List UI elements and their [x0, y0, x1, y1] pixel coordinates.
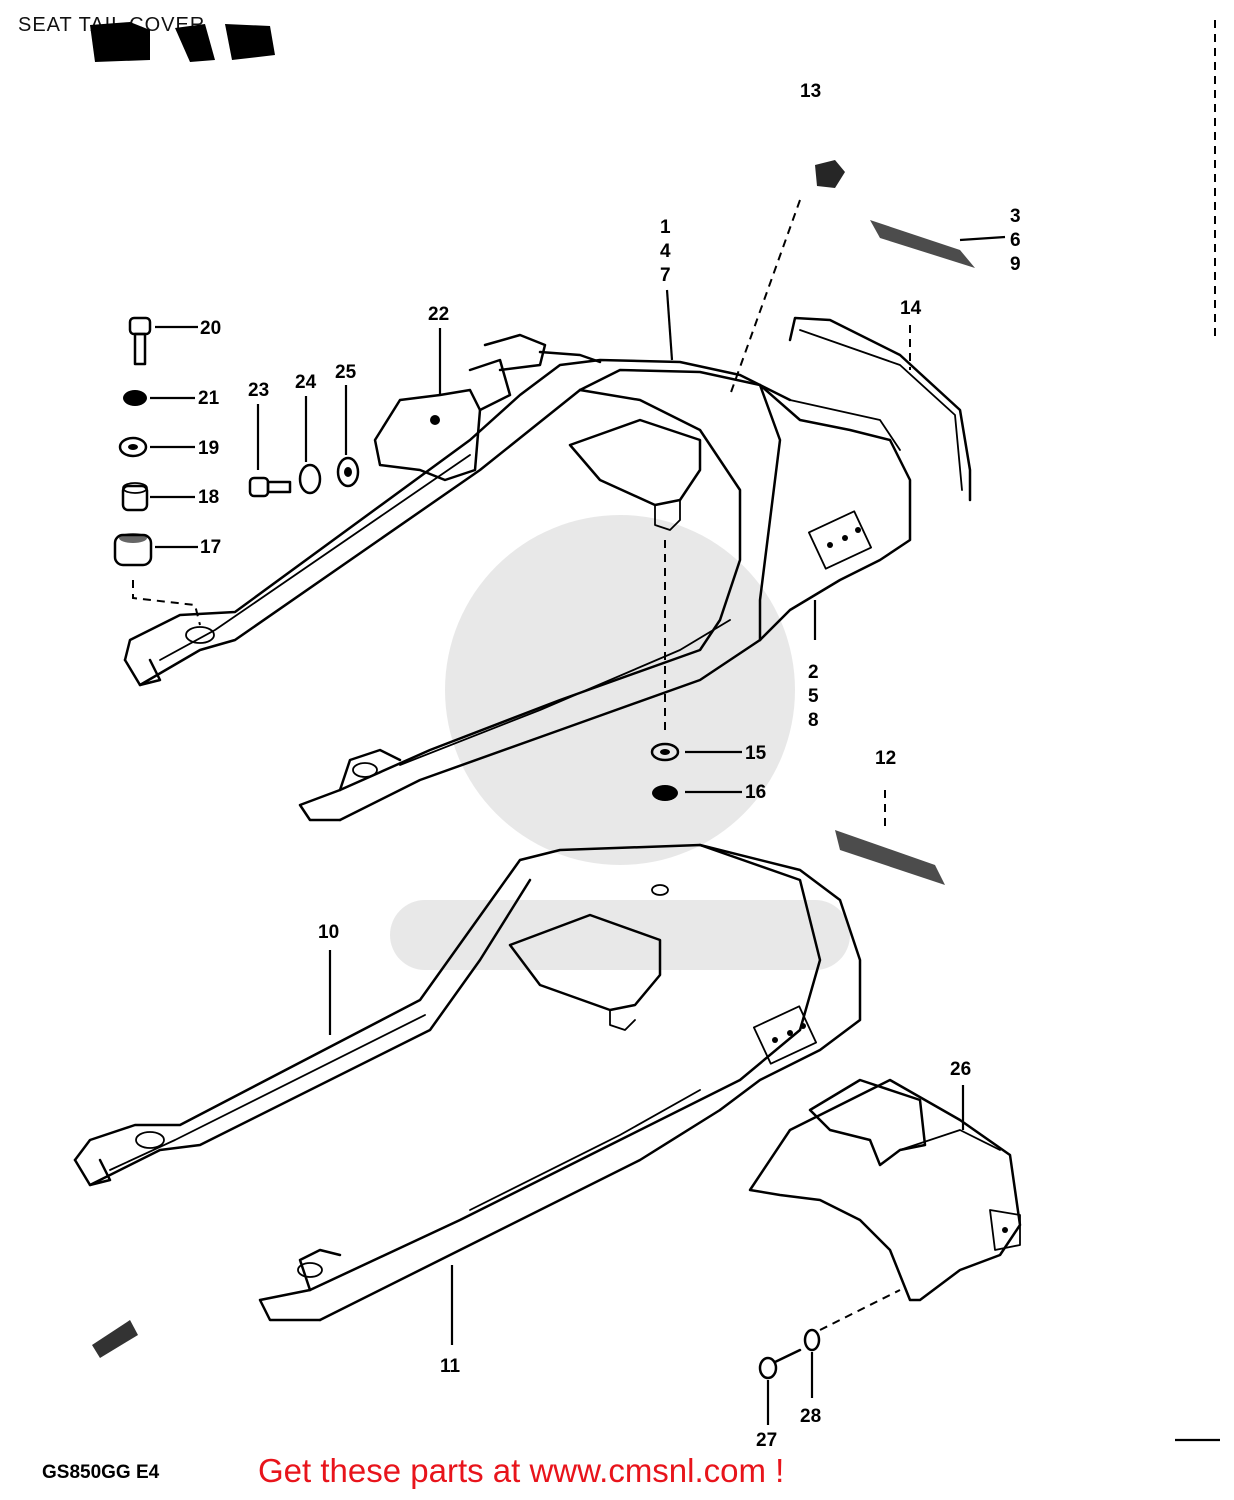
part-label-12: 12: [875, 748, 896, 769]
lower-tail-cover-drawing: [73, 843, 862, 1322]
part-label-11: 11: [440, 1356, 461, 1377]
part-label-8: 8: [808, 710, 819, 731]
washer-25-shape: [336, 456, 360, 488]
part-label-23: 23: [248, 380, 269, 401]
washer-15-shape: [650, 742, 680, 762]
front-arrow-icon: [92, 1320, 138, 1358]
emblem-3-6-9-shape: [870, 220, 975, 268]
washer-24-shape: [298, 463, 322, 495]
strip-14-inner: [799, 329, 963, 491]
part-label-14: 14: [900, 298, 922, 319]
screw-27-shape: [758, 1348, 802, 1380]
washer-25-hole: [344, 467, 352, 477]
grommet-13-shape: [815, 160, 845, 188]
washer-15-hole: [660, 749, 670, 755]
part-label-4: 4: [660, 241, 671, 262]
promo-link[interactable]: Get these parts at www.cmsnl.com !: [258, 1452, 785, 1489]
collar-18-shape: [121, 482, 149, 512]
leader-1-4-7: [665, 289, 674, 361]
part-label-19: 19: [198, 438, 219, 459]
washer-19-hole: [128, 444, 138, 450]
cushion-17-shape: [113, 533, 153, 567]
part-label-2: 2: [808, 662, 819, 683]
bolt-20-shape: [128, 316, 152, 366]
part-label-7: 7: [660, 265, 671, 286]
part-label-17: 17: [200, 537, 221, 558]
washer-19-shape: [118, 436, 148, 458]
seat-lock-22-shape: [373, 333, 602, 482]
nut-16-shape: [652, 785, 678, 801]
part-label-15: 15: [745, 743, 767, 764]
bolt-23-shape: [248, 476, 292, 498]
section-code-mark: [90, 22, 275, 62]
part-label-21: 21: [198, 388, 220, 409]
part-label-22: 22: [428, 304, 449, 325]
part-label-16: 16: [745, 782, 766, 803]
watermark-logo: [390, 515, 850, 970]
part-label-26: 26: [950, 1059, 971, 1080]
part-label-25: 25: [335, 362, 357, 383]
upper-tail-cover-drawing: [123, 358, 912, 822]
part-label-20: 20: [200, 318, 221, 339]
model-code: GS850GG E4: [42, 1462, 160, 1483]
strip-14-shape: [788, 316, 972, 502]
nut-21-shape: [123, 390, 147, 406]
part-label-27: 27: [756, 1430, 777, 1451]
part-label-18: 18: [198, 487, 219, 508]
part-label-3: 3: [1010, 206, 1021, 227]
part-label-28: 28: [800, 1406, 821, 1427]
mud-guard-drawing: [748, 1078, 1022, 1302]
leader-3-6-9: [959, 235, 1006, 242]
part-label-24: 24: [295, 372, 317, 393]
part-label-13: 13: [800, 81, 821, 102]
leader-13-dashed: [729, 199, 801, 396]
part-label-6: 6: [1010, 230, 1021, 251]
part-label-1: 1: [660, 217, 671, 238]
leader-17-dashed: [132, 580, 201, 626]
part-label-10: 10: [318, 922, 339, 943]
clip-28-shape: [803, 1328, 821, 1352]
part-label-9: 9: [1010, 254, 1021, 275]
part-label-5: 5: [808, 686, 819, 707]
emblem-12-shape: [835, 830, 945, 885]
leader-27-28-dashed: [819, 1289, 901, 1331]
